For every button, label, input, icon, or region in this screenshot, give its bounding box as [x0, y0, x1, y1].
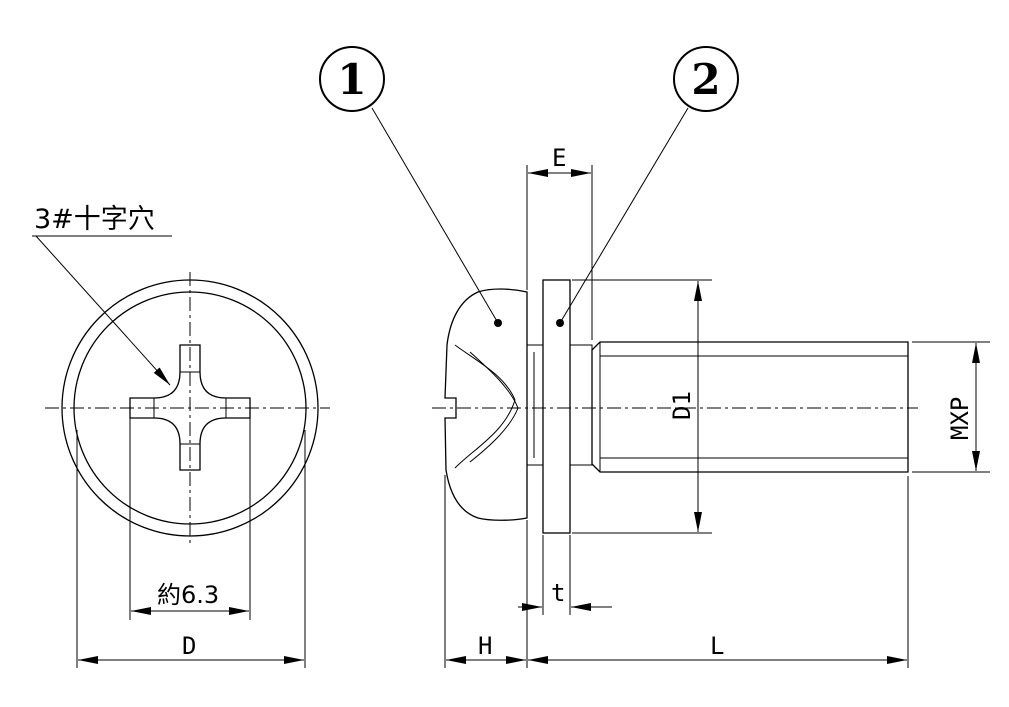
callout-leader-2 — [559, 107, 689, 324]
dim-L-label: L — [710, 632, 724, 660]
dim-D1-label: D1 — [668, 391, 696, 420]
screw-shaft — [591, 341, 909, 473]
side-view: 1 2 E D1 MXP t H L — [319, 46, 990, 668]
dim-H-label: H — [478, 632, 492, 660]
callout-balloon-1 — [319, 46, 385, 112]
callout-number-2: 2 — [691, 55, 720, 104]
cross-recess — [129, 344, 251, 471]
dim-MXP-label: MXP — [946, 397, 974, 440]
callout-balloon-2 — [673, 46, 739, 112]
recess-leader — [35, 235, 171, 386]
callout-number-1: 1 — [337, 55, 366, 104]
dim-E-label: E — [552, 144, 566, 172]
screw-head — [444, 288, 528, 521]
dim-D-label: D — [182, 632, 196, 660]
front-view: 3#十字穴 約6.3 D — [32, 204, 330, 668]
dim-t-label: t — [551, 579, 565, 607]
callout-leader-1 — [371, 107, 499, 324]
recess-label: 3#十字穴 — [34, 204, 155, 235]
approx-width-label: 約6.3 — [157, 581, 219, 609]
washer — [542, 279, 571, 534]
